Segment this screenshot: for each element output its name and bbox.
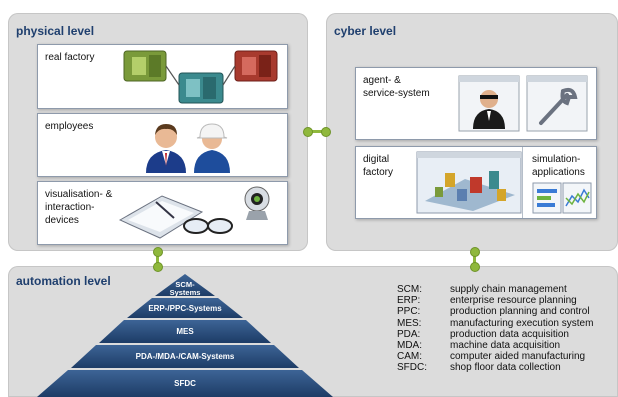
legend-definition: supply chain management — [450, 284, 567, 295]
legend-definition: machine data acquisition — [450, 340, 561, 352]
pyramid-shape — [37, 274, 333, 397]
systems-pyramid: SCM- Systems ERP-/PPC-Systems MES PDA-/M… — [30, 273, 340, 397]
legend-abbreviation: MDA: — [397, 340, 422, 352]
legend-abbreviation: SFDC: — [397, 362, 427, 374]
legend-row: SFDC: shop floor data collection — [397, 362, 593, 373]
legend-definition: shop floor data collection — [450, 362, 561, 374]
legend-definition: computer aided manufacturing — [450, 351, 586, 363]
digital-factory-window-icon — [416, 151, 522, 214]
employees-label: employees — [45, 121, 94, 132]
legend-row: MES: manufacturing execution system — [397, 318, 593, 329]
real-factory-label: real factory — [45, 52, 95, 63]
legend-abbreviation: ERP: — [397, 295, 421, 307]
physical-level-title: physical level — [16, 24, 95, 38]
factory-machines-icon — [123, 50, 278, 104]
visualisation-devices-label: visualisation- & interaction- devices — [45, 189, 113, 226]
legend-row: MDA: machine data acquisition — [397, 340, 593, 351]
simulation-charts-icon — [532, 182, 592, 214]
simulation-applications-label: simulation- applications — [532, 154, 585, 178]
legend-abbreviation: SCM: — [397, 284, 422, 295]
digital-factory-card: digital factory simulation- applications — [355, 146, 597, 219]
legend-row: SCM: supply chain management — [397, 284, 593, 295]
pyramid-level-mes: MES — [176, 327, 194, 336]
legend-abbreviation: PPC: — [397, 306, 421, 318]
cyber-level-title: cyber level — [334, 24, 397, 38]
pyramid-level-pda-mda-cam: PDA-/MDA-/CAM-Systems — [135, 352, 235, 361]
physical-level-panel: physical level real factory employees — [8, 13, 308, 251]
legend-row: PPC: production planning and control — [397, 306, 593, 317]
legend-definition: production data acquisition — [450, 328, 569, 340]
agent-service-system-card: agent- & service-system — [355, 67, 597, 140]
legend-abbreviation: PDA: — [397, 328, 421, 340]
cyber-level-panel: cyber level agent- & service-system digi… — [326, 13, 618, 251]
legend-row: ERP: enterprise resource planning — [397, 295, 593, 306]
agent-service-system-label: agent- & service-system — [363, 75, 430, 99]
agent-service-windows-icon — [458, 75, 588, 132]
legend-abbreviation: MES: — [397, 317, 422, 329]
interaction-devices-icon — [118, 186, 270, 239]
legend-definition: enterprise resource planning — [450, 295, 577, 307]
legend-abbreviation: CAM: — [397, 351, 422, 363]
pyramid-level-erp-ppc: ERP-/PPC-Systems — [148, 304, 222, 313]
employees-card: employees — [37, 113, 288, 177]
employees-icon — [146, 123, 230, 173]
card-divider — [522, 147, 523, 218]
legend-definition: manufacturing execution system — [450, 317, 594, 329]
pyramid-level-sfdc: SFDC — [174, 379, 196, 388]
legend-definition: production planning and control — [450, 306, 590, 318]
legend-row: CAM: computer aided manufacturing — [397, 351, 593, 362]
automation-level-title: automation level — [16, 274, 111, 288]
visualisation-devices-card: visualisation- & interaction- devices — [37, 181, 288, 245]
pyramid-level-scm: SCM- Systems — [169, 280, 201, 297]
digital-factory-label: digital factory — [363, 154, 394, 178]
real-factory-card: real factory — [37, 44, 288, 109]
legend-row: PDA: production data acquisition — [397, 329, 593, 340]
